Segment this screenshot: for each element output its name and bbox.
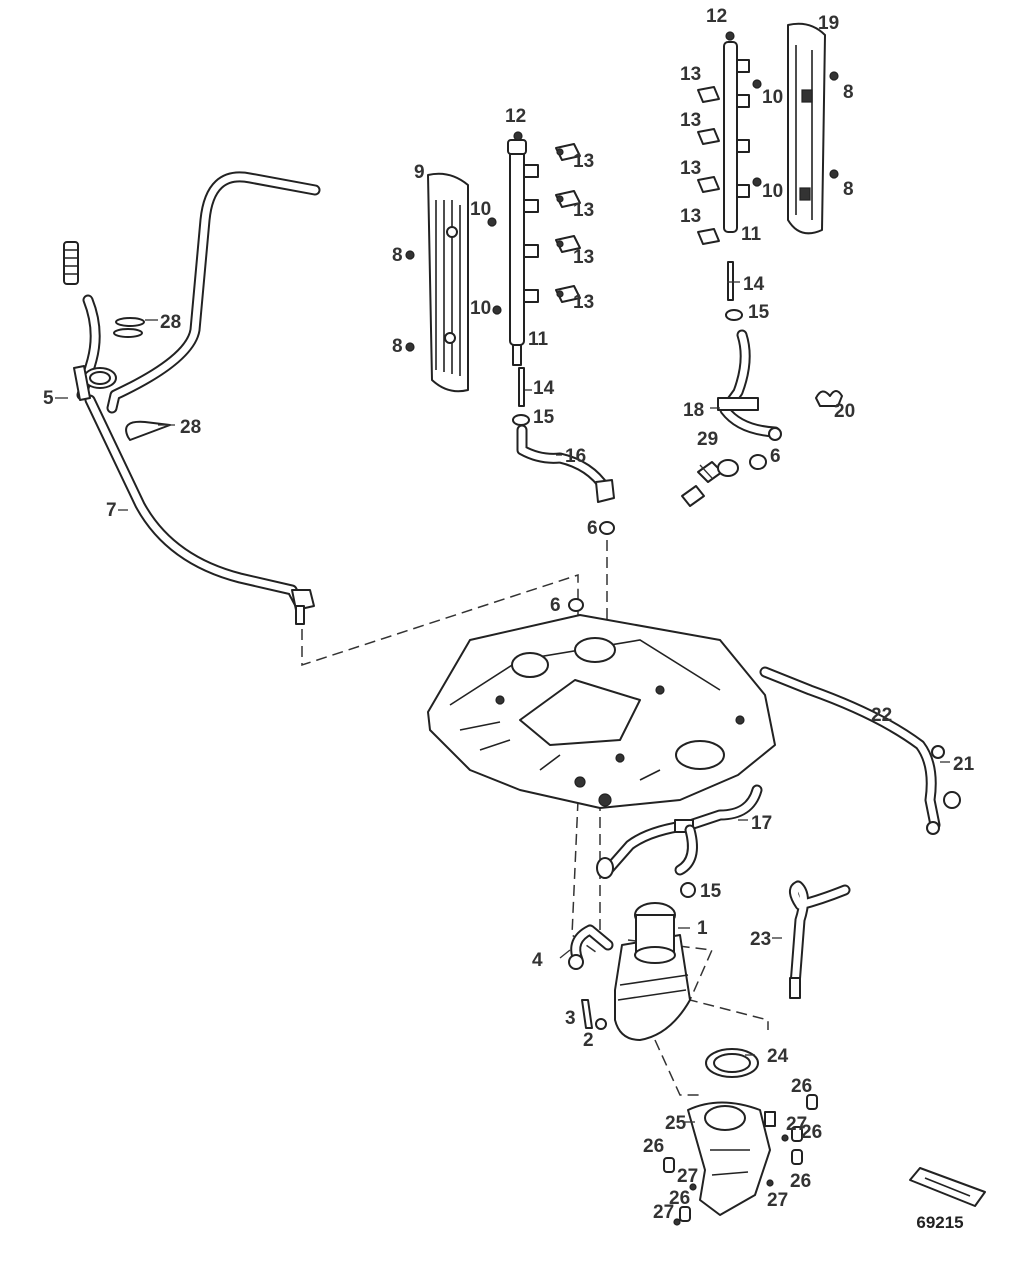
callout-labels: 1 2 3 4 5 6 6 6 7 8 8 8 8 9 10 10 10 10 … — [43, 6, 975, 1223]
callout-26a: 26 — [791, 1076, 812, 1097]
callout-6c: 6 — [770, 446, 781, 467]
callout-13h: 13 — [680, 206, 701, 227]
callout-3: 3 — [565, 1008, 576, 1029]
callout-15b: 15 — [748, 302, 770, 323]
callout-24: 24 — [767, 1046, 789, 1067]
callout-13d: 13 — [573, 292, 594, 313]
callout-14b: 14 — [743, 274, 765, 295]
callout-20: 20 — [834, 401, 855, 422]
bolt-3-washer-2 — [581, 999, 607, 1030]
pump-module-1 — [614, 882, 696, 1041]
injectors-13-left — [555, 143, 581, 303]
rail-cover-9 — [427, 172, 469, 393]
callout-26b: 26 — [801, 1122, 822, 1143]
callout-26e: 26 — [669, 1188, 690, 1209]
callout-16: 16 — [565, 446, 586, 467]
callout-17: 17 — [751, 813, 772, 834]
rod-14-15-right — [725, 261, 743, 321]
bracket-25 — [687, 1101, 776, 1216]
callout-13c: 13 — [573, 247, 594, 268]
callout-2: 2 — [583, 1030, 594, 1051]
injectors-13-right — [697, 86, 720, 245]
clamps-21 — [931, 745, 961, 809]
callout-28b: 28 — [180, 417, 201, 438]
callout-10c: 10 — [762, 87, 783, 108]
callout-4: 4 — [532, 950, 543, 971]
callout-11a: 11 — [528, 329, 549, 350]
callout-7: 7 — [106, 500, 117, 521]
fasteners-26-27 — [663, 1094, 818, 1226]
callout-13e: 13 — [680, 64, 701, 85]
hose-17 — [596, 784, 763, 879]
callout-29: 29 — [697, 429, 718, 450]
callout-1: 1 — [697, 918, 708, 939]
callout-6b: 6 — [550, 595, 561, 616]
callout-25: 25 — [665, 1113, 687, 1134]
callout-19: 19 — [818, 13, 839, 34]
main-plate — [427, 614, 776, 809]
callout-13g: 13 — [680, 158, 701, 179]
bolts-8-10-left — [405, 217, 502, 352]
callout-8c: 8 — [843, 82, 854, 103]
callout-12b: 12 — [706, 6, 727, 27]
callout-14a: 14 — [533, 378, 555, 399]
leader-lines — [55, 281, 950, 1123]
callout-27c: 27 — [677, 1166, 698, 1187]
fittings-29-6 — [681, 454, 767, 507]
callout-13b: 13 — [573, 200, 594, 221]
hose-16 — [516, 424, 615, 535]
callout-12a: 12 — [505, 106, 526, 127]
callout-15c: 15 — [700, 881, 722, 902]
callout-11b: 11 — [741, 224, 762, 245]
callout-27d: 27 — [653, 1202, 674, 1223]
callout-27b: 27 — [767, 1190, 788, 1211]
callout-9: 9 — [414, 162, 425, 183]
callout-8b: 8 — [392, 336, 403, 357]
fuel-rail-11-right — [723, 31, 750, 233]
callout-15a: 15 — [533, 407, 555, 428]
callout-23: 23 — [750, 929, 771, 950]
hose-7 — [84, 394, 315, 625]
callout-10a: 10 — [470, 199, 491, 220]
callout-22: 22 — [871, 705, 892, 726]
hose-18 — [717, 329, 782, 441]
rail-cover-19 — [787, 22, 826, 235]
bolts-8-10-right — [752, 71, 839, 187]
hose-5-assembly — [63, 241, 117, 401]
callout-18: 18 — [683, 400, 704, 421]
callout-27a: 27 — [786, 1114, 807, 1135]
hose-4 — [568, 924, 614, 970]
figure-thumbnail-icon — [909, 1167, 986, 1207]
callout-13a: 13 — [573, 151, 594, 172]
seal-24 — [705, 1048, 759, 1078]
callout-8a: 8 — [392, 245, 403, 266]
vent-hose — [106, 171, 321, 414]
callout-10b: 10 — [470, 298, 491, 319]
clip-20 — [815, 390, 843, 407]
rod-14-15-left — [512, 367, 530, 426]
callout-6a: 6 — [587, 518, 598, 539]
callout-28a: 28 — [160, 312, 181, 333]
callout-5: 5 — [43, 388, 54, 409]
callout-26c: 26 — [790, 1171, 811, 1192]
callout-10d: 10 — [762, 181, 783, 202]
fuel-rail-11-left — [507, 131, 539, 366]
callout-21: 21 — [953, 754, 975, 775]
callout-8d: 8 — [843, 179, 854, 200]
hose-23 — [789, 880, 851, 999]
callout-26d: 26 — [643, 1136, 664, 1157]
grommet-6 — [568, 598, 584, 612]
callout-13f: 13 — [680, 110, 701, 131]
hose-22 — [759, 666, 941, 835]
figure-number: 69215 — [916, 1213, 963, 1232]
